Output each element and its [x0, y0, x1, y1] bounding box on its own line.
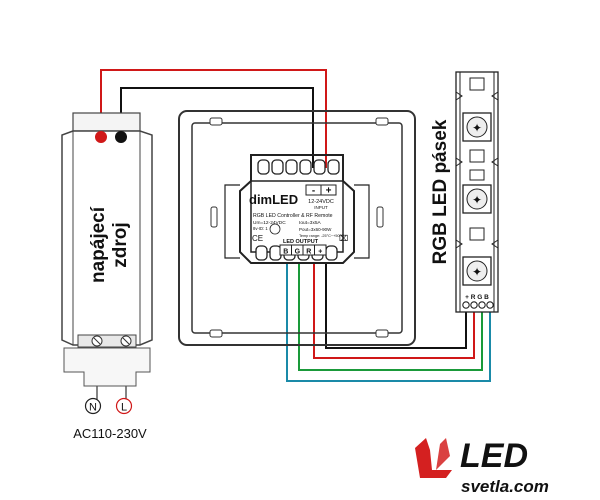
led-chip: ✦: [462, 256, 492, 286]
controller: - + 12-24VDC INPUT dimLED RGB LED Contro…: [224, 154, 370, 264]
terminal-l-label: L: [121, 402, 127, 414]
controller-temp: Temp range: -25°C~+50°C: [299, 234, 344, 238]
psu-minus-terminal: [115, 131, 127, 143]
logo-l-shape: [415, 438, 452, 478]
input-minus: -: [312, 186, 315, 197]
psu-label-line1: napájecí: [88, 206, 109, 283]
output-label: LED OUTPUT: [283, 239, 319, 245]
led-chip: ✦: [462, 112, 492, 142]
controller-top-terminals: [257, 159, 340, 175]
led-chip: ✦: [462, 184, 492, 214]
ledsvetla-logo: LED svetla.com: [415, 437, 549, 496]
input-plus: +: [326, 186, 332, 197]
certification-badge: [269, 223, 281, 235]
logo-text-domain: svetla.com: [461, 477, 549, 496]
strip-label: RGB LED pásek: [430, 119, 451, 264]
wire-red-channel: [313, 262, 475, 359]
terminal-l: [115, 397, 133, 415]
wall-frame: [178, 110, 416, 346]
logo-text-led: LED: [460, 437, 528, 475]
wire-blue-channel: [286, 262, 491, 382]
input-sub-label: INPUT: [314, 205, 328, 210]
wire-black-plus-to-strip: [325, 262, 467, 349]
wire-green-channel: [298, 262, 483, 371]
psu-label-line2: zdroj: [110, 222, 131, 267]
terminal-n-label: N: [89, 402, 97, 414]
channel-plus-label: +: [318, 249, 322, 256]
weee-bin-icon: ⌧: [339, 234, 348, 243]
wires: [96, 69, 491, 400]
controller-spec-left: Um=12-24VDC: [253, 220, 286, 226]
terminal-n: [84, 397, 102, 415]
channel-b-label: B: [283, 249, 288, 256]
led-strip: ✦ ✦ ✦ + R G B RGB LED pásek: [430, 71, 499, 313]
output-channel-boxes: [279, 244, 327, 256]
mains-voltage-label: AC110-230V: [73, 426, 147, 441]
mains-terminals: N L AC110-230V: [73, 397, 147, 441]
channel-r-label: R: [306, 249, 311, 256]
controller-model: RGB LED Controller & RF Remote: [253, 213, 333, 219]
ce-mark: CE: [252, 234, 263, 243]
controller-power: Pout=3x60-90W: [299, 227, 332, 232]
controller-spec-right: Iout=3x5A: [299, 220, 322, 226]
svg-text:✦: ✦: [472, 193, 482, 207]
wire-black-psu-minus: [120, 87, 314, 168]
resistor: [469, 77, 485, 241]
wire-red-psu-plus: [100, 69, 327, 168]
svg-text:✦: ✦: [472, 121, 482, 135]
channel-g-label: G: [295, 249, 301, 256]
svg-text:✦: ✦: [472, 265, 482, 279]
power-supply: napájecí zdroj: [61, 112, 153, 387]
input-voltage-label: 12-24VDC: [308, 199, 334, 205]
strip-pads: [462, 301, 494, 309]
psu-plus-terminal: [95, 131, 107, 143]
controller-brand: dimLED: [249, 192, 298, 207]
strip-pin-labels: + R G B: [465, 294, 489, 301]
controller-id: 8v-ID: 1: [253, 226, 268, 231]
